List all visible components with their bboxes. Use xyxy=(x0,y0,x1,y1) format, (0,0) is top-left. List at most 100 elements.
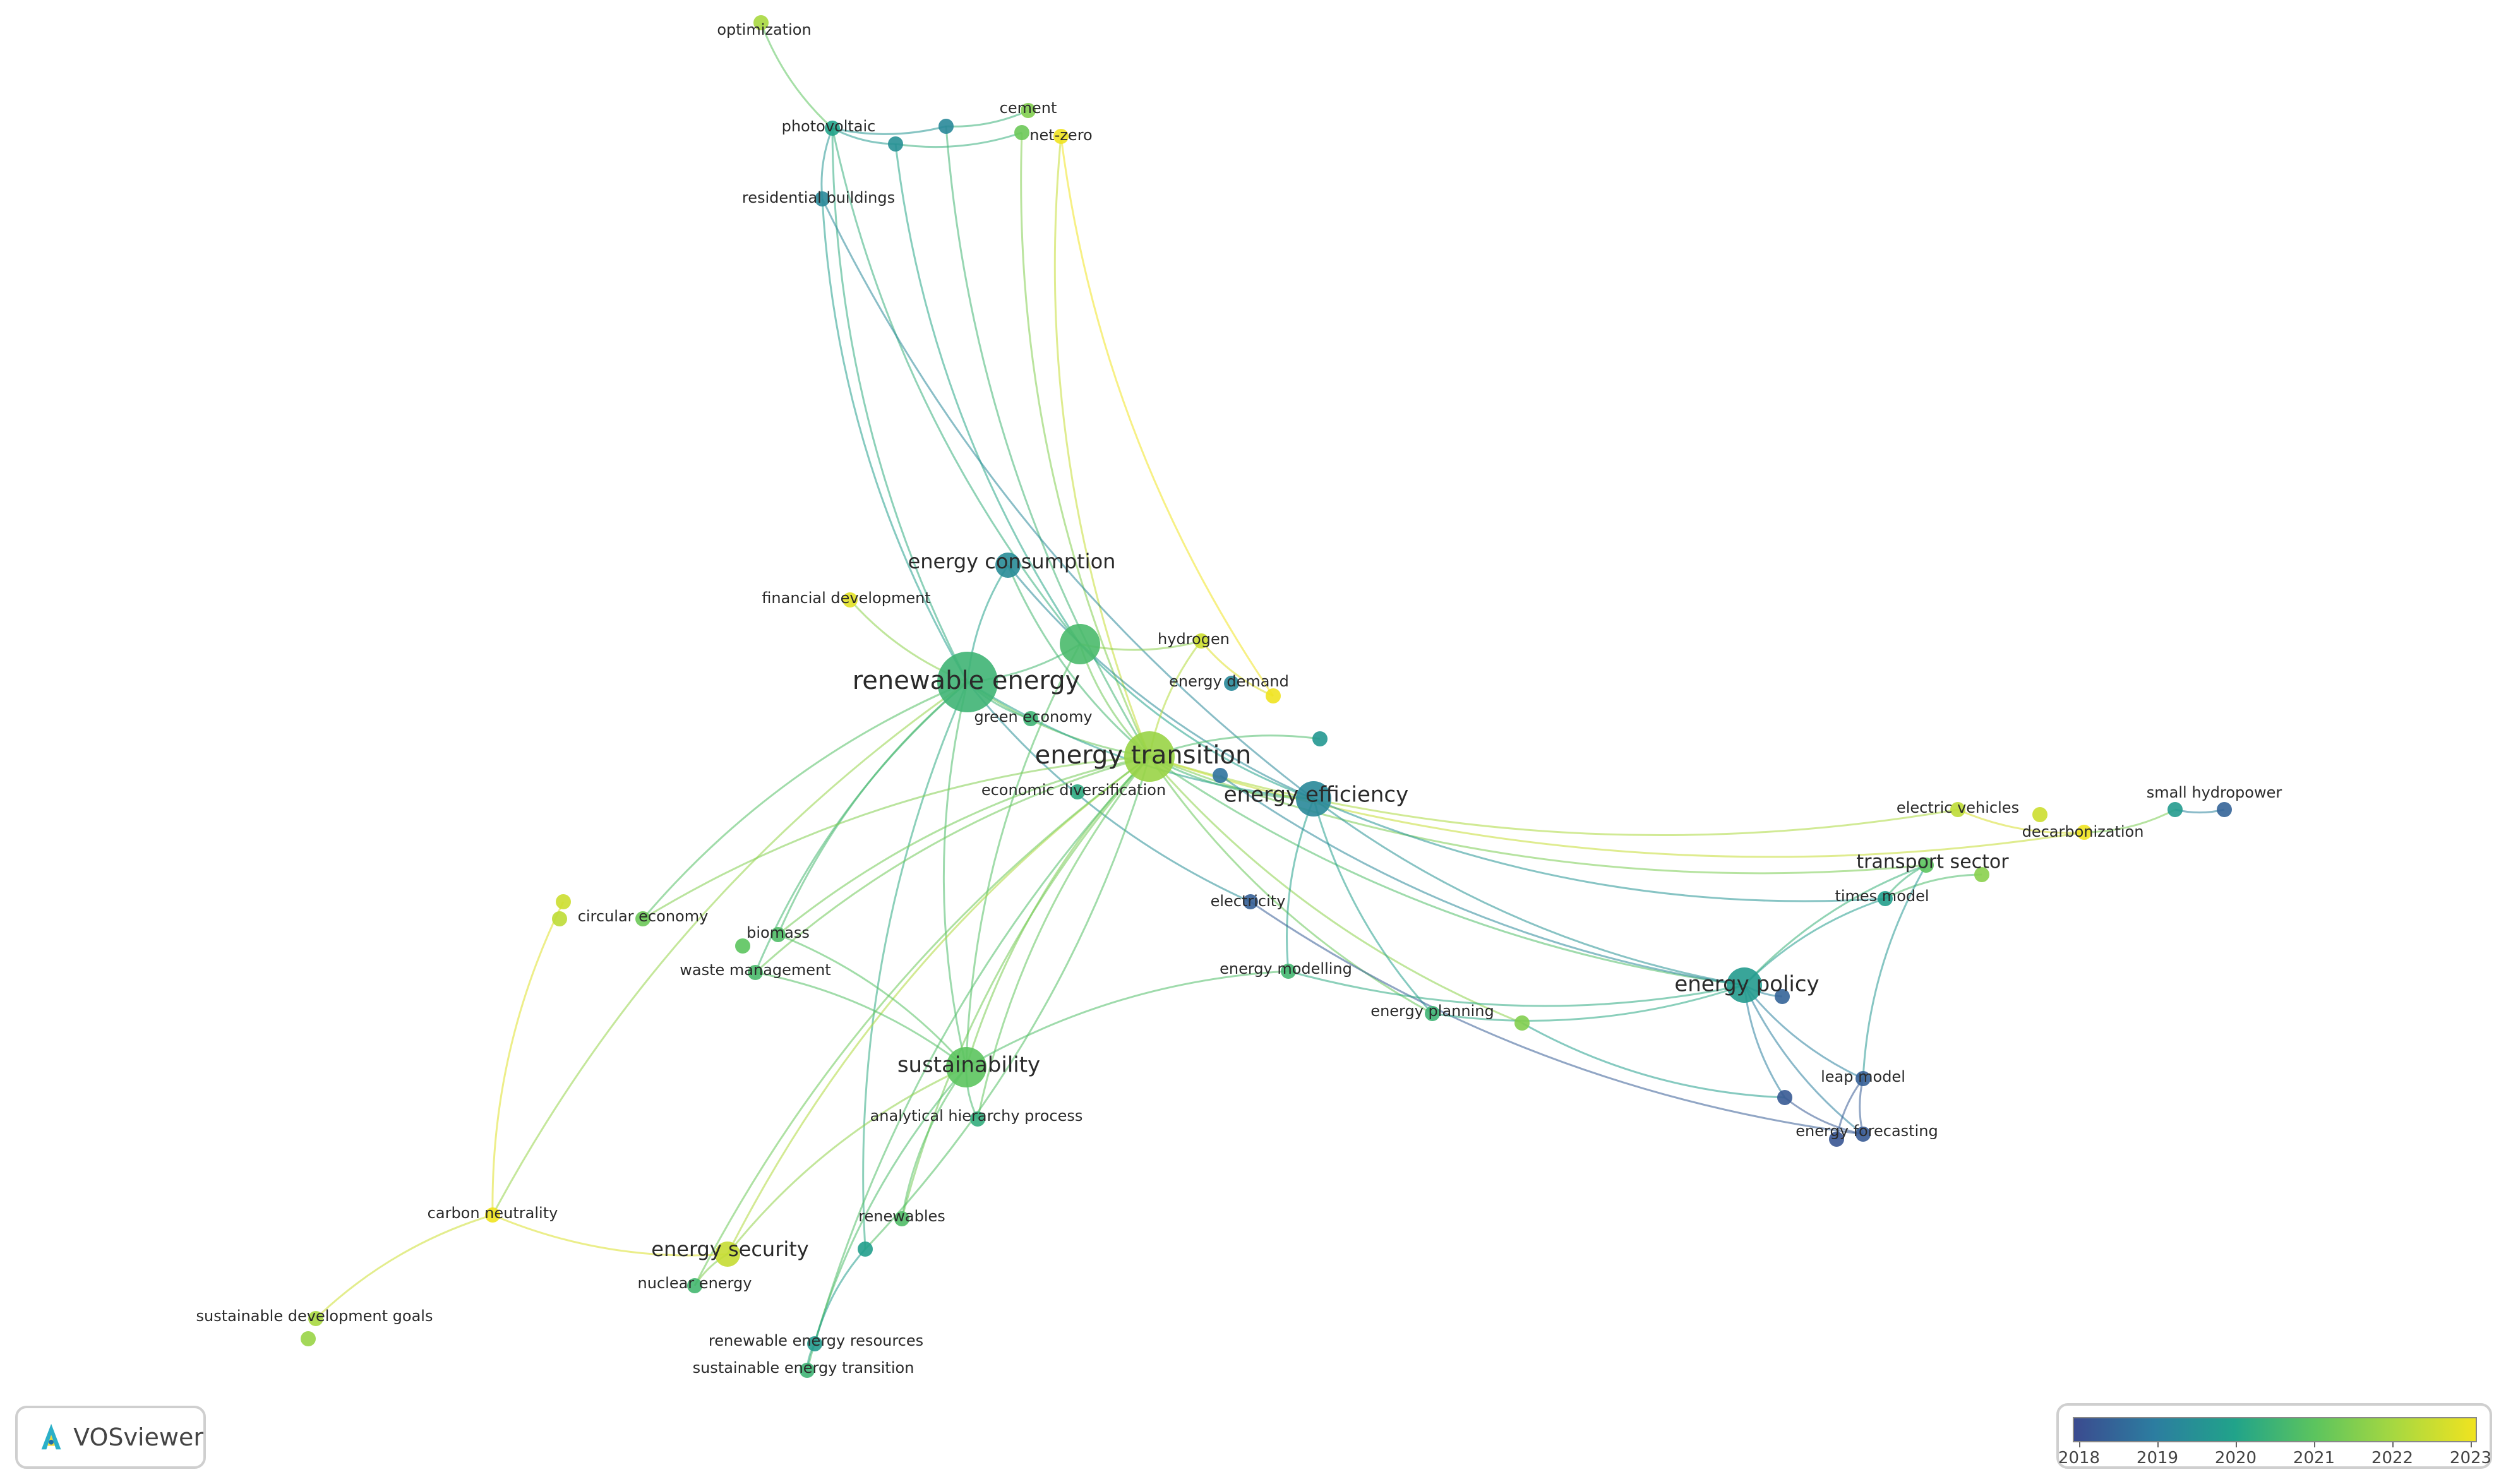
label-photovoltaic[interactable]: photovoltaic xyxy=(782,117,876,135)
link-energy-transition-electric-vehicles xyxy=(1149,755,1958,836)
label-biomass[interactable]: biomass xyxy=(746,924,810,942)
label-renewable-energy[interactable]: renewable energy xyxy=(853,666,1081,695)
node-energy-transition[interactable] xyxy=(1124,731,1175,782)
legend-year-2019: 2019 xyxy=(2136,1449,2179,1468)
node-carbon-neutrality[interactable] xyxy=(485,1207,500,1223)
node-economic-diversification[interactable] xyxy=(1070,784,1085,799)
link-energy-planning-energy-policy xyxy=(1432,984,1745,1022)
label-financial-development[interactable]: financial development xyxy=(762,589,930,607)
node-renewable-energy-resources[interactable] xyxy=(807,1336,822,1351)
node-energy-efficiency[interactable] xyxy=(1296,781,1331,817)
label-energy-demand[interactable]: energy demand xyxy=(1169,673,1289,690)
node-ce2[interactable] xyxy=(552,911,567,926)
node-residential-buildings[interactable] xyxy=(815,191,830,206)
label-residential-buildings[interactable]: residential buildings xyxy=(742,189,895,206)
label-analytical-hierarchy-process[interactable]: analytical hierarchy process xyxy=(870,1107,1083,1125)
link-pv1-cement2 xyxy=(895,131,1022,148)
label-electricity[interactable]: electricity xyxy=(1211,892,1286,910)
node-sustainable-development-goals[interactable] xyxy=(308,1311,323,1326)
label-optimization[interactable]: optimization xyxy=(717,21,811,39)
node-sustainable-energy-transition[interactable] xyxy=(800,1363,815,1378)
node-electricity[interactable] xyxy=(1243,894,1258,909)
node-small-hydropower[interactable] xyxy=(2217,802,2232,817)
node-energy-forecasting[interactable] xyxy=(1856,1127,1871,1142)
label-circular-economy[interactable]: circular economy xyxy=(578,907,709,925)
node-decarbonization[interactable] xyxy=(2077,825,2092,840)
node-sustainability[interactable] xyxy=(946,1047,986,1087)
node-hydrogen[interactable] xyxy=(1194,633,1209,649)
label-cement[interactable]: cement xyxy=(1000,99,1057,117)
label-waste-management[interactable]: waste management xyxy=(680,961,830,979)
label-sustainability[interactable]: sustainability xyxy=(897,1053,1040,1078)
node-ep2[interactable] xyxy=(1514,1015,1530,1031)
label-transport-sector[interactable]: transport sector xyxy=(1856,851,2009,873)
label-electric-vehicles[interactable]: electric vehicles xyxy=(1897,799,2019,817)
label-renewable-energy-resources[interactable]: renewable energy resources xyxy=(709,1332,923,1349)
node-analytical-hierarchy-process[interactable] xyxy=(970,1111,985,1127)
node-times-model[interactable] xyxy=(1878,891,1893,906)
node-nuclear-energy[interactable] xyxy=(687,1278,702,1293)
node-leap2[interactable] xyxy=(1777,1090,1792,1105)
node-renewable-energy[interactable] xyxy=(937,652,998,712)
label-decarbonization[interactable]: decarbonization xyxy=(2022,823,2144,841)
node-shp2[interactable] xyxy=(2167,802,2183,817)
label-green-economy[interactable]: green economy xyxy=(974,708,1092,726)
node-transport-sector[interactable] xyxy=(1919,858,1934,873)
node-renewables2[interactable] xyxy=(858,1242,873,1257)
label-economic-diversification[interactable]: economic diversification xyxy=(981,781,1166,799)
label-energy-transition[interactable]: energy transition xyxy=(1035,741,1252,770)
node-financial-development[interactable] xyxy=(842,592,858,607)
label-carbon-neutrality[interactable]: carbon neutrality xyxy=(428,1204,558,1222)
label-sustainable-energy-transition[interactable]: sustainable energy transition xyxy=(693,1359,914,1377)
node-epol2[interactable] xyxy=(1775,989,1790,1004)
label-energy-consumption[interactable]: energy consumption xyxy=(908,549,1116,573)
label-nuclear-energy[interactable]: nuclear energy xyxy=(638,1274,752,1292)
node-circular-economy[interactable] xyxy=(635,911,650,926)
label-energy-policy[interactable]: energy policy xyxy=(1674,972,1819,997)
label-energy-planning[interactable]: energy planning xyxy=(1370,1002,1494,1020)
node-ev2[interactable] xyxy=(2032,807,2047,822)
label-energy-efficiency[interactable]: energy efficiency xyxy=(1224,782,1409,808)
label-times-model[interactable]: times model xyxy=(1835,887,1929,905)
node-cement[interactable] xyxy=(1021,103,1036,118)
label-leap-model[interactable]: leap model xyxy=(1821,1068,1905,1086)
node-energy-modelling[interactable] xyxy=(1281,964,1296,979)
node-ef2[interactable] xyxy=(1829,1132,1844,1147)
node-energy-consumption[interactable] xyxy=(995,553,1021,578)
node-cement2[interactable] xyxy=(1014,125,1029,140)
label-energy-forecasting[interactable]: energy forecasting xyxy=(1796,1122,1938,1140)
node-energy-security[interactable] xyxy=(715,1242,740,1267)
node-biomass[interactable] xyxy=(770,927,786,942)
node-photovoltaic[interactable] xyxy=(825,121,840,136)
node-energy-demand2[interactable] xyxy=(1266,688,1281,703)
node-energy-demand[interactable] xyxy=(1224,676,1239,691)
link-leap2-energy-forecasting xyxy=(1784,1096,1864,1135)
node-biomass2[interactable] xyxy=(735,938,750,954)
node-ts2[interactable] xyxy=(1974,867,1989,882)
label-sustainable-development-goals[interactable]: sustainable development goals xyxy=(196,1307,433,1325)
node-energy-policy[interactable] xyxy=(1727,967,1762,1003)
node-sdg2[interactable] xyxy=(301,1331,316,1346)
node-green-economy[interactable] xyxy=(1023,711,1038,726)
label-net-zero[interactable]: net-zero xyxy=(1029,126,1092,144)
link-electricity-energy-forecasting xyxy=(1250,901,1864,1135)
label-renewables[interactable]: renewables xyxy=(858,1207,945,1225)
label-hydrogen[interactable]: hydrogen xyxy=(1158,630,1230,648)
node-waste-management[interactable] xyxy=(748,965,763,980)
node-et-small2[interactable] xyxy=(1213,768,1228,783)
node-pv2[interactable] xyxy=(938,119,954,134)
label-energy-security[interactable]: energy security xyxy=(651,1237,808,1261)
node-unlabeled-big[interactable] xyxy=(1060,624,1100,664)
node-leap-model[interactable] xyxy=(1856,1071,1871,1086)
node-electric-vehicles[interactable] xyxy=(1950,802,1965,817)
node-renewables[interactable] xyxy=(894,1211,909,1226)
node-et-small[interactable] xyxy=(1312,731,1328,746)
node-ce1[interactable] xyxy=(556,894,571,909)
node-pv1[interactable] xyxy=(888,136,903,152)
label-energy-modelling[interactable]: energy modelling xyxy=(1220,960,1352,978)
node-energy-planning[interactable] xyxy=(1425,1006,1440,1021)
label-small-hydropower[interactable]: small hydropower xyxy=(2147,784,2282,801)
node-optimization[interactable] xyxy=(753,15,769,30)
node-net-zero[interactable] xyxy=(1053,129,1069,144)
